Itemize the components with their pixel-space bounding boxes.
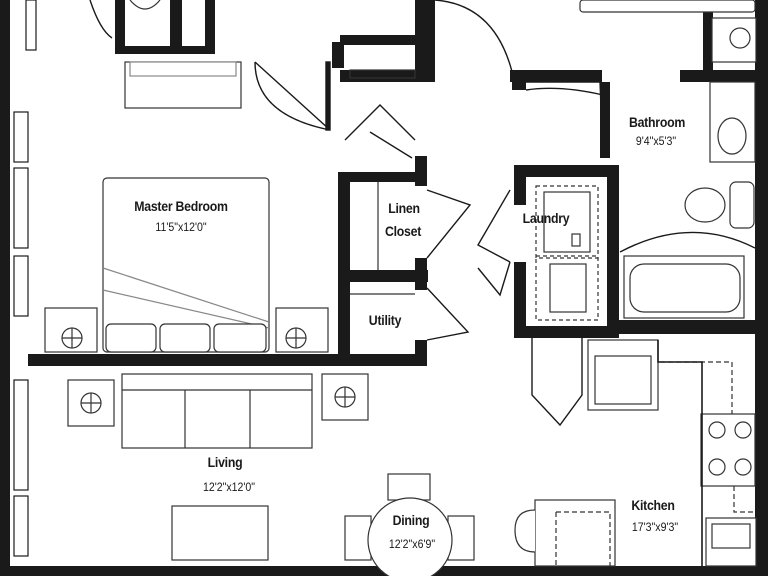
living-label: Living (207, 454, 243, 470)
dining-label: Dining (392, 512, 430, 528)
left-windows (13, 0, 37, 557)
linen-closet-label-line2: Closet (384, 223, 422, 239)
dining-table (344, 473, 475, 576)
dining-dims: 12'2"x6'9" (388, 537, 436, 551)
bed (44, 177, 329, 353)
interior-walls (28, 0, 768, 366)
door-swings (89, 0, 756, 427)
kitchen-label: Kitchen (631, 497, 675, 513)
closet-shelves (349, 69, 416, 295)
master-bedroom-dims: 11'5"x12'0" (155, 220, 207, 234)
laundry-label: Laundry (522, 210, 570, 226)
kitchen-cabinets (514, 339, 757, 567)
bathroom-fixtures (579, 0, 757, 319)
master-bedroom-label: Master Bedroom (134, 198, 228, 214)
living-dims: 12'2"x12'0" (202, 480, 256, 494)
sofa (67, 373, 369, 561)
bathroom-label: Bathroom (628, 114, 686, 130)
laundry-machines (535, 185, 599, 321)
bathroom-dims: 9'4"x5'3" (635, 134, 677, 148)
utility-label: Utility (368, 312, 402, 328)
dresser (124, 0, 242, 109)
kitchen-dims: 17'3"x9'3" (631, 520, 679, 534)
linen-closet-label-line1: Linen (388, 200, 420, 216)
kitchen-counter (657, 340, 703, 566)
